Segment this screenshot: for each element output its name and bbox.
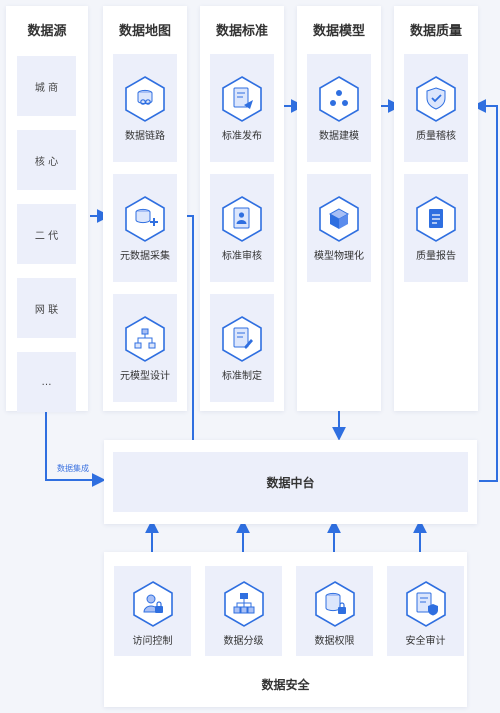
column-title-standard: 数据标准	[215, 24, 268, 39]
security-access-control[interactable]: 访问控制	[114, 566, 191, 656]
security-item-label-4: 安全审计	[405, 636, 446, 647]
document-send-icon	[222, 76, 262, 122]
node-quality-report[interactable]: 质量报告	[404, 174, 468, 282]
node-std-define[interactable]: 标准制定	[210, 294, 274, 402]
report-icon	[416, 196, 456, 242]
security-classification[interactable]: 数据分级	[205, 566, 282, 656]
security-permission[interactable]: 数据权限	[296, 566, 373, 656]
node-std-publish-label: 标准发布	[222, 131, 262, 142]
source-item-1[interactable]: 城 商	[17, 56, 76, 116]
node-meta-design[interactable]: 元模型设计	[113, 294, 177, 402]
source-item-2[interactable]: 核 心	[17, 130, 76, 190]
column-data-standard: 数据标准 标准发布 标准审核 标准制定	[200, 6, 284, 411]
shield-check-icon	[416, 76, 456, 122]
hierarchy-icon	[224, 581, 264, 627]
node-std-define-label: 标准制定	[222, 371, 262, 382]
cube-icon	[319, 196, 359, 242]
database-add-icon	[125, 196, 165, 242]
source-item-3[interactable]: 二 代	[17, 204, 76, 264]
database-lock-icon	[315, 581, 355, 627]
document-edit-icon	[222, 316, 262, 362]
tree-structure-icon	[125, 316, 165, 362]
node-quality-audit-label: 质量稽核	[416, 131, 456, 142]
arrow-hub-to-audit	[472, 99, 498, 482]
three-dots-icon	[319, 76, 359, 122]
column-data-source: 数据源 城 商 核 心 二 代 网 联 …	[6, 6, 88, 412]
node-meta-collect[interactable]: 元数据采集	[113, 174, 177, 282]
document-shield-icon	[406, 581, 446, 627]
node-std-review[interactable]: 标准审核	[210, 174, 274, 282]
column-data-model: 数据模型 数据建模 模型物理化	[297, 6, 381, 411]
column-title-map: 数据地图	[118, 24, 171, 39]
column-data-quality: 数据质量 质量稽核 质量报告	[394, 6, 478, 411]
node-quality-report-label: 质量报告	[416, 251, 456, 262]
node-lineage[interactable]: 数据链路	[113, 54, 177, 162]
column-title-model: 数据模型	[312, 24, 365, 39]
security-audit[interactable]: 安全审计	[387, 566, 464, 656]
security-item-label-3: 数据权限	[314, 636, 355, 647]
node-lineage-label: 数据链路	[125, 131, 165, 142]
security-item-label-2: 数据分级	[223, 636, 264, 647]
column-data-map: 数据地图 数据链路 元数据采集 元模型设计	[103, 6, 187, 411]
node-model-physical[interactable]: 模型物理化	[307, 174, 371, 282]
source-item-5[interactable]: …	[17, 352, 76, 412]
node-model-build[interactable]: 数据建模	[307, 54, 371, 162]
node-meta-collect-label: 元数据采集	[120, 251, 170, 262]
node-meta-design-label: 元模型设计	[120, 371, 170, 382]
security-item-label-1: 访问控制	[132, 636, 173, 647]
link-icon	[125, 76, 165, 122]
column-title-quality: 数据质量	[409, 24, 462, 39]
integration-label: 数据集成	[57, 464, 89, 473]
node-std-review-label: 标准审核	[222, 251, 262, 262]
node-quality-audit[interactable]: 质量稽核	[404, 54, 468, 162]
user-lock-icon	[133, 581, 173, 627]
security-title: 数据安全	[261, 678, 310, 692]
node-model-build-label: 数据建模	[319, 131, 359, 142]
column-title-source: 数据源	[27, 24, 67, 39]
node-model-physical-label: 模型物理化	[314, 251, 364, 262]
data-platform-hub[interactable]: 数据中台	[113, 452, 468, 512]
node-std-publish[interactable]: 标准发布	[210, 54, 274, 162]
source-item-4[interactable]: 网 联	[17, 278, 76, 338]
document-user-icon	[222, 196, 262, 242]
